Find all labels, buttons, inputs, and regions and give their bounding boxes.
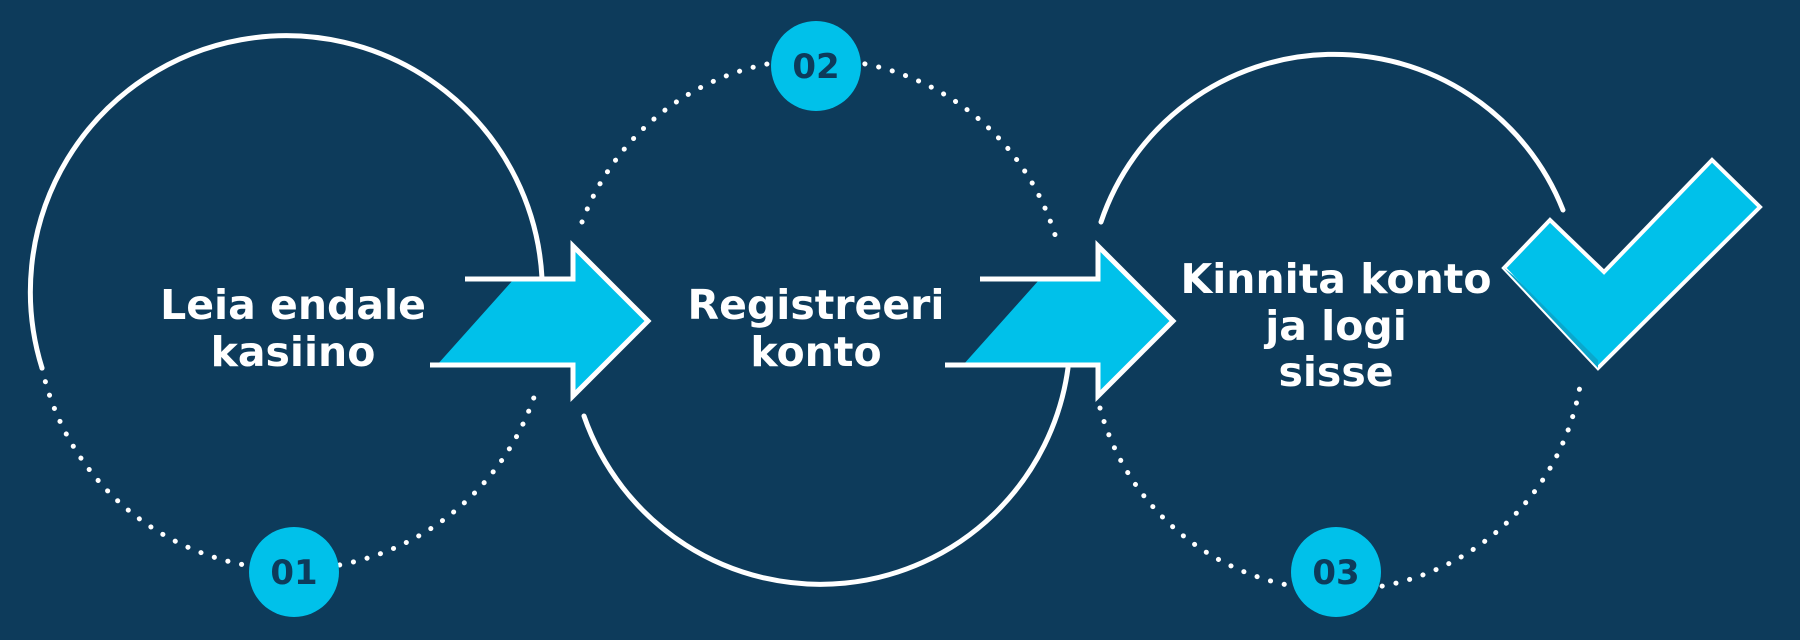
step-2-label-line2: konto (750, 327, 882, 376)
step-3-label-line3: sisse (1278, 348, 1394, 397)
step-3-circle-dotted-arc (1097, 383, 1583, 593)
arrow-right-icon (945, 239, 1177, 403)
arrow-right-icon (430, 239, 652, 403)
step-2-label: Registreeri konto (676, 282, 956, 375)
step-1-badge: 01 (249, 527, 339, 617)
step-2-label-line1: Registreeri (687, 281, 945, 329)
arrow-1-outline (430, 239, 652, 403)
step-1-label: Leia endale kasiino (153, 282, 433, 375)
step-2-badge-circle (771, 21, 861, 111)
step-3-badge: 03 (1291, 527, 1381, 617)
checkmark-fill (1504, 160, 1760, 368)
step-1-circle-solid-arc (27, 33, 545, 371)
checkmark-icon (1501, 157, 1763, 371)
step-1-badge-circle (249, 527, 339, 617)
step-3-label-line1: Kinnita konto (1180, 255, 1492, 303)
step-2-circle-solid-arc (581, 365, 1071, 587)
step-1-number: 01 (270, 553, 317, 593)
arrow-2-fill (963, 246, 1173, 396)
step-3-label: Kinnita konto ja logi sisse (1176, 256, 1496, 396)
step-3-number: 03 (1312, 553, 1359, 593)
step-1-label-line1: Leia endale (160, 281, 426, 329)
step-3-badge-circle (1291, 527, 1381, 617)
step-2-number: 02 (792, 47, 839, 87)
arrow-2-outline (945, 239, 1177, 403)
step-3-label-line2: ja logi (1265, 301, 1407, 350)
step-2-badge: 02 (771, 21, 861, 111)
checkmark-shadow (1504, 268, 1598, 368)
step-1-label-line2: kasiino (210, 327, 376, 376)
arrow-1-fill (437, 246, 648, 396)
step-3-circle (1097, 51, 1583, 593)
step-3-circle-solid-arc (1098, 51, 1566, 225)
